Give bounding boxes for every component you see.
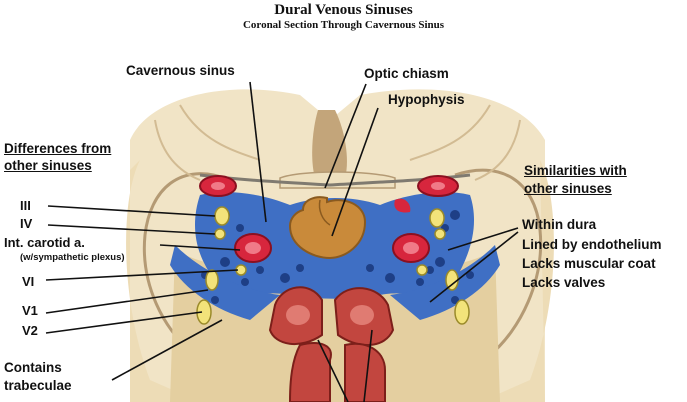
leader-lines — [45, 81, 519, 402]
label-contains-line1: Contains — [4, 360, 62, 375]
differences-heading-line2: other sinuses — [4, 158, 92, 173]
similarities-heading-line1: Similarities with — [524, 163, 627, 178]
label-optic-chiasm: Optic chiasm — [364, 66, 449, 81]
label-contains-line2: trabeculae — [4, 378, 72, 393]
label-cn-iv: IV — [20, 216, 33, 231]
label-int-carotid: Int. carotid a. — [4, 235, 85, 250]
label-v2: V2 — [22, 323, 38, 338]
label-cn-iii: III — [20, 198, 31, 213]
sphenoid-sinus — [268, 286, 395, 402]
figure-subtitle: Coronal Section Through Cavernous Sinus — [242, 19, 445, 31]
differences-heading-line1: Differences from — [4, 141, 112, 156]
figure-title: Dural Venous Sinuses — [274, 2, 413, 18]
label-lacks-muscular-coat: Lacks muscular coat — [522, 256, 656, 271]
internal-carotid-arteries — [199, 175, 459, 263]
label-cavernous-sinus: Cavernous sinus — [126, 63, 235, 78]
label-lacks-valves: Lacks valves — [522, 275, 606, 290]
label-hypophysis: Hypophysis — [388, 92, 465, 107]
label-within-dura: Within dura — [522, 217, 597, 232]
hypophysis-gland — [288, 196, 367, 260]
similarities-heading-line2: other sinuses — [524, 181, 612, 196]
cranial-nerves — [196, 206, 470, 325]
label-cn-vi: VI — [22, 274, 35, 289]
label-v1: V1 — [22, 303, 38, 318]
label-sympathetic-plexus: (w/sympathetic plexus) — [20, 252, 125, 263]
label-lined-endothelium: Lined by endothelium — [522, 237, 662, 252]
